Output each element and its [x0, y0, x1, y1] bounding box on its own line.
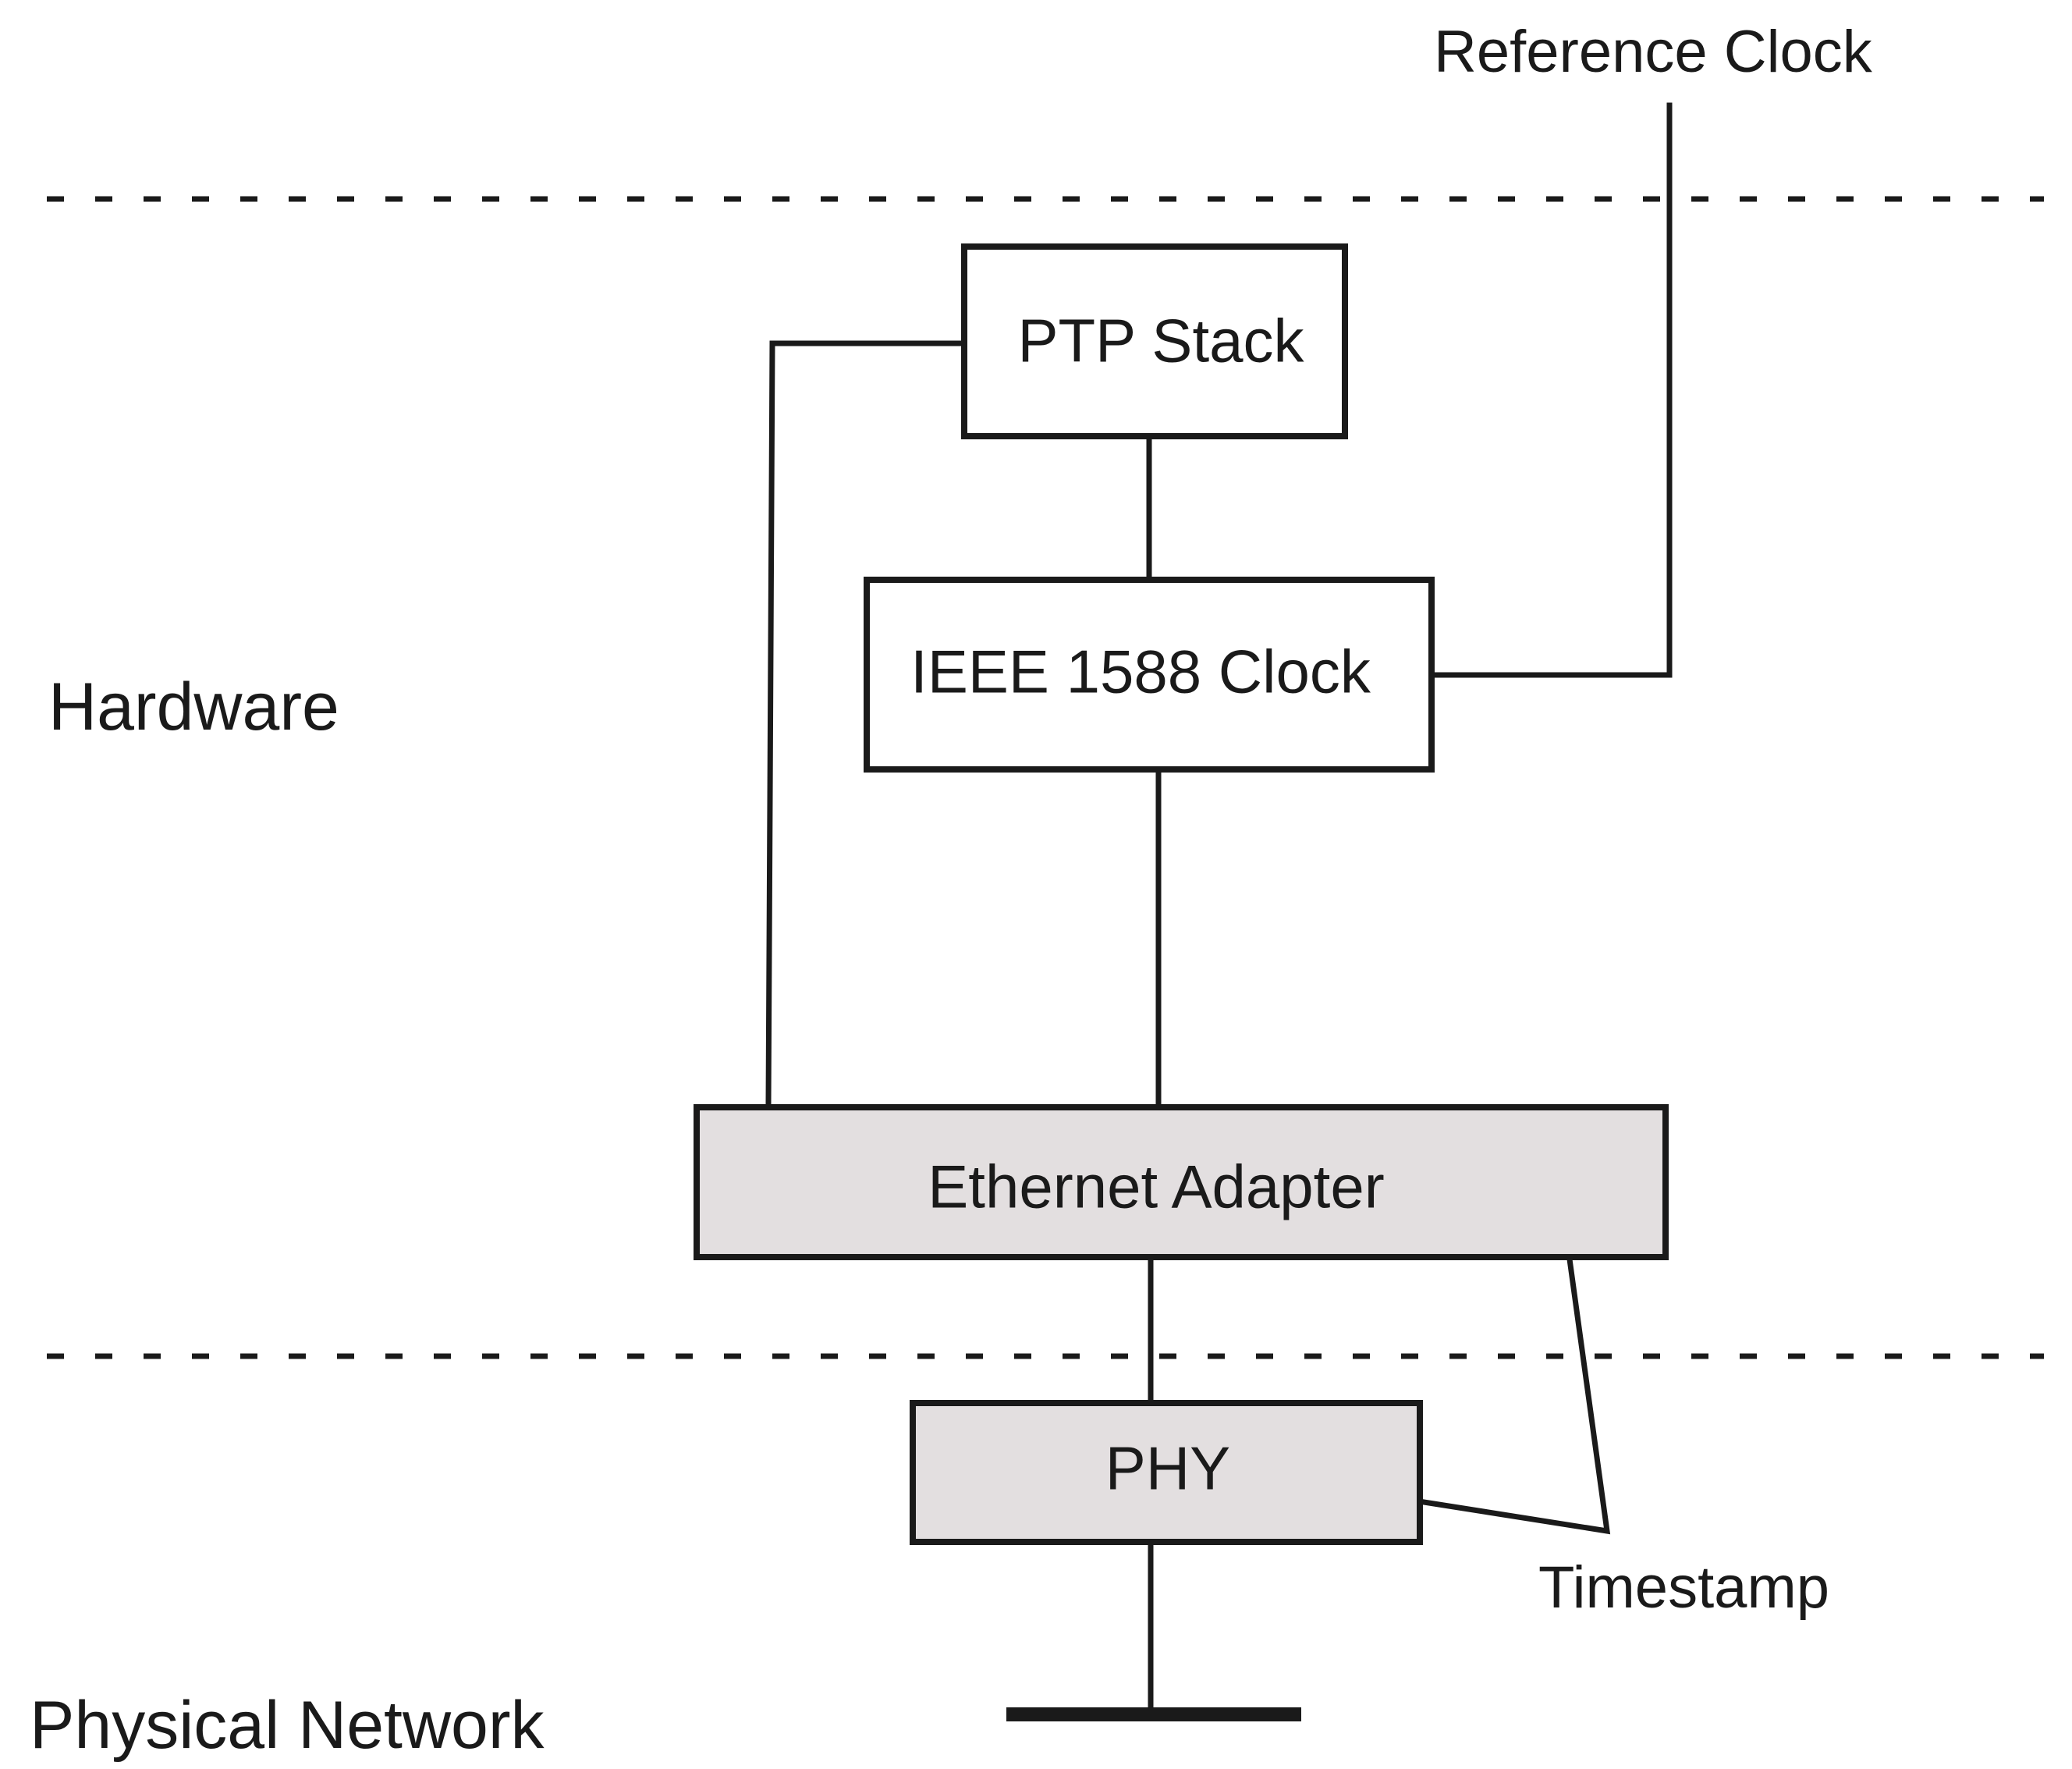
ieee-1588-clock-box	[864, 577, 1435, 773]
ptp-stack-to-ethernet-connector	[765, 340, 970, 1107]
phy-block: PHY	[910, 1400, 1423, 1545]
phy-box	[910, 1400, 1423, 1545]
ethernet-adapter-block: Ethernet Adapter	[694, 1104, 1669, 1260]
timestamp-pointer	[1371, 1217, 1611, 1535]
timestamp-label: Timestamp	[1538, 1554, 1829, 1621]
ethernet-adapter-box	[694, 1104, 1669, 1260]
ieee-1588-clock-block: IEEE 1588 Clock	[864, 577, 1435, 773]
ptp-stack-box	[961, 243, 1348, 439]
physical-network-region-label: Physical Network	[30, 1688, 545, 1763]
phy-label: PHY	[1105, 1434, 1230, 1503]
ptp-stack-label: PTP Stack	[1017, 307, 1304, 375]
hardware-region-label: Hardware	[48, 670, 339, 744]
ethernet-adapter-label: Ethernet Adapter	[928, 1153, 1384, 1221]
ieee-1588-clock-label: IEEE 1588 Clock	[910, 638, 1371, 706]
ptp-stack-block: PTP Stack	[961, 243, 1348, 439]
reference-clock-connector	[1432, 102, 1673, 678]
reference-clock-label: Reference Clock	[1434, 19, 1873, 85]
